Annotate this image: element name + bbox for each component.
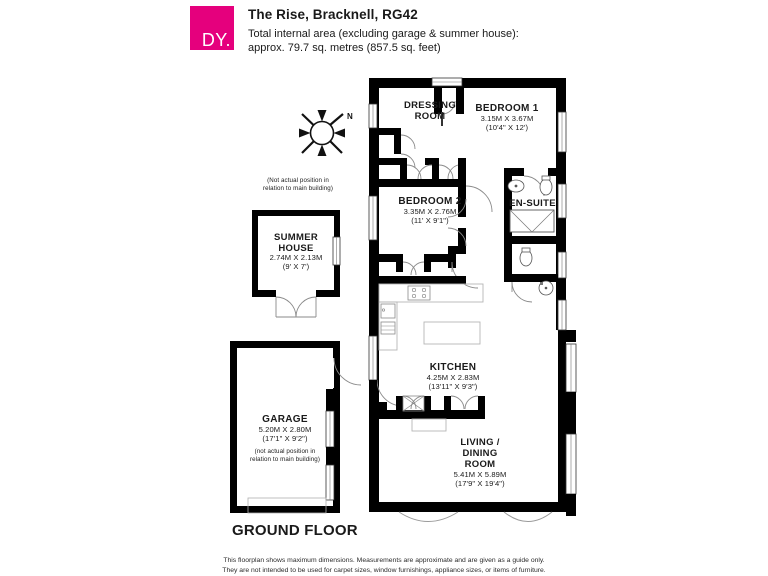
floor-level-label: GROUND FLOOR — [232, 522, 358, 539]
room-label-garage: GARAGE 5.20M X 2.80M (17'1" X 9'2") (not… — [230, 414, 340, 464]
disclaimer-line-1: This floorplan shows maximum dimensions.… — [223, 557, 545, 564]
summer-house-structure — [252, 210, 341, 318]
total-area-line-1: Total internal area (excluding garage & … — [248, 27, 519, 40]
room-label-bedroom-2: BEDROOM 2 3.35M X 2.76M (11' X 9'1") — [398, 196, 462, 225]
room-label-bedroom-1: BEDROOM 1 3.15M X 3.67M (10'4" X 12') — [475, 103, 539, 132]
room-label-living-dining-room: LIVING / DINING ROOM 5.41M X 5.89M (17'9… — [453, 437, 507, 488]
total-area-line-2: approx. 79.7 sq. metres (857.5 sq. feet) — [248, 42, 441, 55]
brand-logo-text: DY. — [201, 30, 231, 50]
garage-position-note-1: (not actual position in — [254, 447, 316, 455]
living-room-bay-windows — [369, 502, 576, 522]
room-label-summer-house: SUMMER HOUSE 2.74M X 2.13M (9' X 7') — [269, 232, 323, 272]
compass-rose-icon: N — [299, 110, 353, 156]
kitchen-fittings — [369, 283, 485, 432]
ensuite-walls — [504, 168, 558, 303]
document-header: DY. The Rise, Bracknell, RG42 Total inte… — [190, 6, 519, 56]
summer-house-position-note: (Not actual position in relation to main… — [262, 177, 333, 193]
garage-position-note-2: relation to main building) — [249, 455, 320, 463]
room-label-kitchen: KITCHEN 4.25M X 2.83M (13'11" X 9'3") — [426, 362, 480, 391]
brand-logo: DY. — [190, 6, 234, 50]
room-label-en-suite: EN-SUITE — [509, 198, 556, 209]
room-label-dressing-room: DRESSING ROOM — [403, 100, 457, 123]
internal-walls-upper — [379, 88, 493, 289]
header-text-block: The Rise, Bracknell, RG42 Total internal… — [248, 6, 519, 56]
garage-structure — [230, 341, 362, 514]
compass-north-label: N — [347, 112, 353, 121]
disclaimer-line-2: They are not intended to be used for car… — [222, 567, 546, 575]
disclaimer-text: This floorplan shows maximum dimensions.… — [0, 556, 768, 576]
page-title: The Rise, Bracknell, RG42 — [248, 7, 418, 22]
